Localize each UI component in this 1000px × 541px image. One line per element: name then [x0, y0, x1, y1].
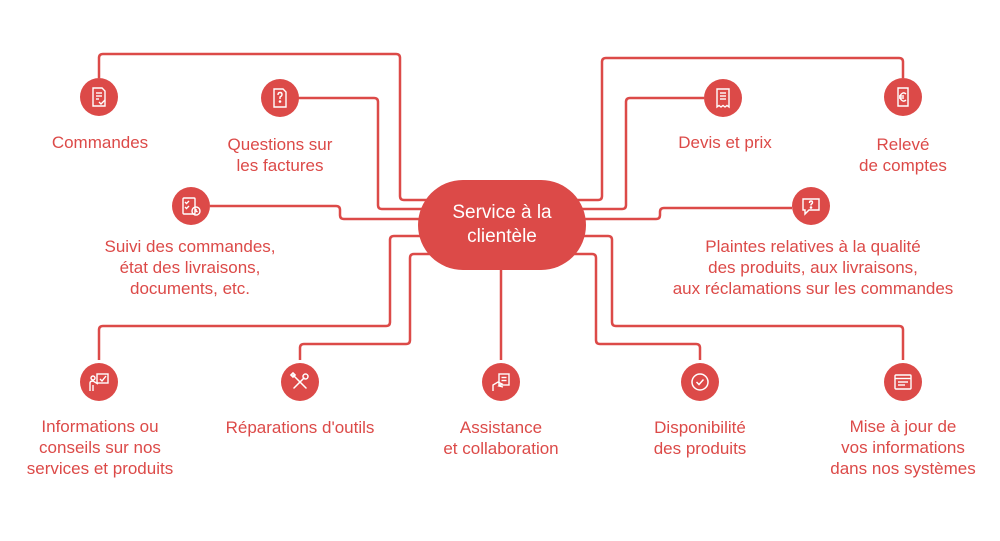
label-disponibilite-produits: Disponibilité des produits: [653, 418, 747, 458]
label-questions-factures: Questions sur les factures: [227, 135, 333, 175]
label-reparations-outils: Réparations d'outils: [225, 418, 375, 437]
presenter-board-icon: [80, 363, 118, 401]
connector-informations-conseils: [97, 234, 422, 360]
connector-disponibilite-produits: [572, 252, 702, 360]
label-suivi-commandes: Suivi des commandes, état des livraisons…: [104, 237, 276, 298]
connector-mise-a-jour: [582, 234, 905, 360]
checklist-clock-icon: [172, 187, 210, 225]
browser-window-icon: [884, 363, 922, 401]
invoice-question-icon: [261, 79, 299, 117]
center-node-service-clientele: Service à la clientèle: [418, 180, 586, 270]
connector-questions-factures: [298, 96, 424, 211]
label-releve-comptes: Relevé de comptes: [859, 135, 947, 175]
connector-releve-comptes: [576, 56, 905, 202]
speech-bubble-question-icon: [792, 187, 830, 225]
connector-plaintes-qualite: [584, 206, 792, 221]
center-line-2: clientèle: [467, 226, 537, 247]
center-line-1: Service à la: [452, 202, 552, 223]
connector-commandes: [97, 52, 428, 202]
connector-reparations-outils: [298, 252, 432, 360]
check-circle-icon: [681, 363, 719, 401]
order-document-icon: [80, 78, 118, 116]
receipt-icon: [704, 79, 742, 117]
wrench-screwdriver-icon: [281, 363, 319, 401]
label-informations-conseils: Informations ou conseils sur nos service…: [26, 417, 174, 478]
connector-devis-prix: [580, 96, 704, 211]
label-assistance-collaboration: Assistance et collaboration: [443, 418, 559, 458]
label-plaintes-qualite: Plaintes relatives à la qualité des prod…: [672, 237, 954, 298]
label-mise-a-jour: Mise à jour de vos informations dans nos…: [830, 417, 976, 478]
connector-suivi-commandes: [210, 204, 420, 221]
label-commandes: Commandes: [51, 133, 149, 152]
hand-document-icon: [482, 363, 520, 401]
euro-statement-icon: [884, 78, 922, 116]
label-devis-prix: Devis et prix: [678, 133, 772, 152]
